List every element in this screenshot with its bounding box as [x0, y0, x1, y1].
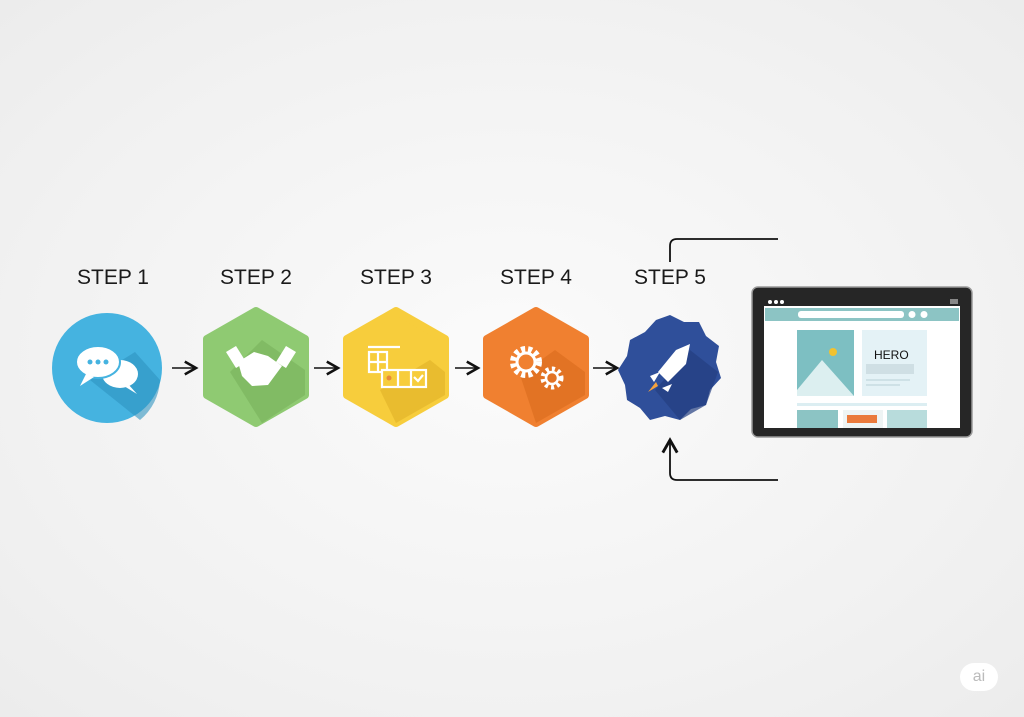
handshake-icon — [203, 307, 309, 427]
watermark-logo: ai — [960, 663, 998, 691]
chat-bubbles-icon — [52, 313, 162, 423]
step-5-label: STEP 5 — [634, 266, 706, 289]
gears-icon — [483, 307, 589, 427]
hero-text: HERO — [874, 348, 909, 362]
rocket-icon — [618, 315, 721, 420]
step-2-label: STEP 2 — [220, 266, 292, 289]
website-mockup-tablet: HERO — [751, 286, 973, 438]
step-3-label: STEP 3 — [360, 266, 432, 289]
feedback-arrow-bottom — [661, 437, 778, 481]
step-4-label: STEP 4 — [500, 266, 572, 289]
step-1-label: STEP 1 — [77, 266, 149, 289]
feedback-line-top — [669, 238, 778, 262]
wireframe-layout-icon — [343, 307, 449, 427]
